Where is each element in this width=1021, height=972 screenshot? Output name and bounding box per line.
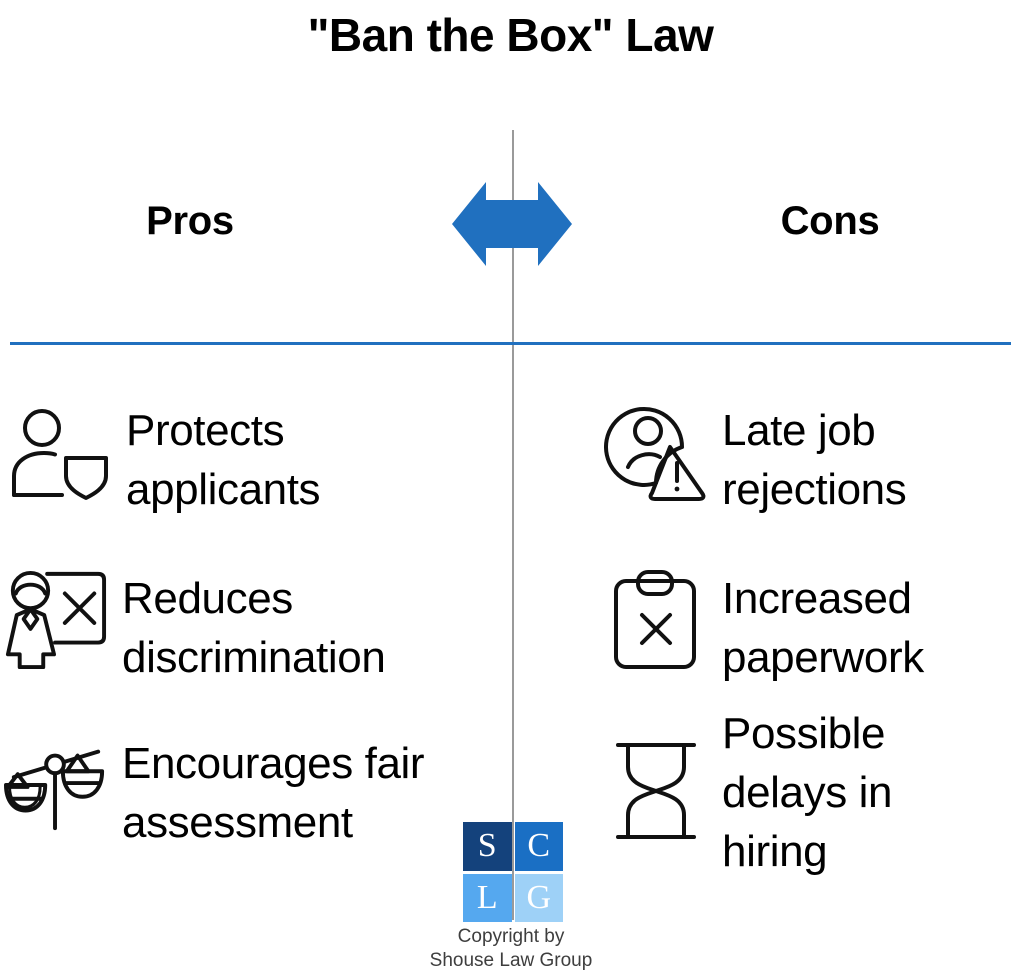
shouse-law-group-logo: S C L G xyxy=(463,822,563,922)
person-shield-icon xyxy=(8,400,112,504)
cons-item-2-label: Increased paperwork xyxy=(722,574,924,682)
person-warning-icon xyxy=(604,400,708,504)
pros-item-1-label: Protects applicants xyxy=(126,406,321,514)
cons-item-1-label: Late job rejections xyxy=(722,406,907,514)
page-title: "Ban the Box" Law xyxy=(307,9,714,61)
logo-cell-l: L xyxy=(463,873,512,922)
cons-item-3: Possible delays in hiring xyxy=(604,705,892,882)
double-headed-arrow-icon xyxy=(450,174,574,274)
pros-item-2-label: Reduces discrimination xyxy=(122,574,386,682)
pros-item-3-label: Encourages fair assessment xyxy=(122,739,425,847)
copyright-text: Copyright by Shouse Law Group xyxy=(429,926,593,971)
person-no-discrimination-icon xyxy=(4,568,108,672)
cons-item-2: Increased paperwork xyxy=(604,568,924,688)
logo-cell-s: S xyxy=(463,822,512,871)
clipboard-x-icon xyxy=(604,568,708,672)
cons-column-header: Cons xyxy=(780,199,880,243)
hourglass-icon xyxy=(604,739,708,843)
vertical-divider xyxy=(512,130,514,920)
pros-item-2: Reduces discrimination xyxy=(4,568,386,688)
cons-item-3-label: Possible delays in hiring xyxy=(722,709,893,876)
logo-cell-c: C xyxy=(514,822,563,871)
cons-item-1: Late job rejections xyxy=(604,400,907,520)
pros-item-3: Encourages fair assessment xyxy=(4,733,425,853)
logo-cell-g: G xyxy=(514,873,563,922)
balance-scales-icon xyxy=(4,733,108,837)
pros-column-header: Pros xyxy=(146,199,234,243)
horizontal-divider xyxy=(10,342,1011,345)
pros-item-1: Protects applicants xyxy=(8,400,321,520)
